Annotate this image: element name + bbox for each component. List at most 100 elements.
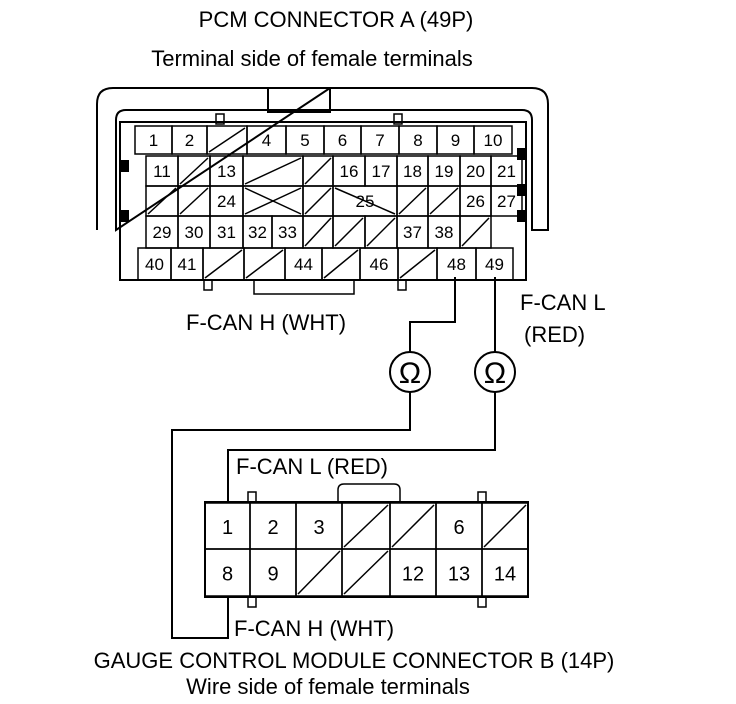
- pcm-terminal-number: 19: [435, 162, 454, 181]
- pcm-unused-terminal-mark: [334, 217, 364, 247]
- pcm-unused-terminal-mark: [429, 187, 459, 215]
- wire-gauge-8: [171, 392, 411, 639]
- pcm-terminal-number: 17: [372, 162, 391, 181]
- pcm-terminal-number: 27: [497, 192, 516, 211]
- pcm-terminal-number: 46: [370, 255, 389, 274]
- pcm-terminal-number: 44: [294, 255, 313, 274]
- gauge-terminal-number: 8: [222, 564, 233, 586]
- pcm-unused-terminal-mark: [304, 157, 332, 185]
- pcm-unused-terminal-mark: [244, 157, 302, 185]
- pcm-connector: 1245678910111316171819202124252627293031…: [96, 87, 549, 295]
- pcm-terminal-number: 13: [217, 162, 236, 181]
- pcm-unused-terminal-mark: [399, 249, 436, 279]
- gauge-terminal-number: 12: [402, 564, 424, 586]
- pcm-terminal-number: 16: [340, 162, 359, 181]
- pcm-terminal-number: 11: [153, 162, 171, 181]
- pcm-unused-terminal-mark: [304, 187, 332, 215]
- wire-gauge-1: [227, 392, 496, 502]
- gauge-key-1: [247, 491, 257, 503]
- gauge-unused-terminal-mark: [297, 550, 341, 595]
- gauge-key-4: [477, 596, 487, 608]
- pcm-key-3: [203, 279, 213, 291]
- pcm-key-2: [393, 113, 403, 125]
- pcm-terminal-number: 30: [185, 223, 204, 242]
- gauge-unused-terminal-mark: [483, 504, 527, 548]
- pcm-unused-terminal-mark: [304, 217, 332, 247]
- pcm-unused-terminal-mark: [366, 217, 396, 247]
- ohmmeter-can-l: Ω: [474, 351, 516, 393]
- pcm-unused-terminal-mark: [147, 187, 177, 215]
- label-can-h-top: F-CAN H (WHT): [186, 310, 346, 335]
- gauge-terminal-number: 3: [313, 517, 324, 539]
- gauge-terminal-number: 13: [448, 564, 470, 586]
- ohm-icon: Ω: [399, 357, 421, 390]
- gauge-terminal-cell: [481, 548, 529, 597]
- pcm-terminal-number: 29: [153, 223, 172, 242]
- pcm-terminal-number: 2: [185, 131, 194, 150]
- gauge-key-2: [477, 491, 487, 503]
- pcm-terminal-number: 9: [451, 131, 460, 150]
- pcm-latch: [267, 87, 331, 113]
- pcm-connector-subtitle: Terminal side of female terminals: [151, 46, 473, 71]
- pcm-crossed-cavity-mark: [334, 187, 396, 215]
- gauge-terminal-number: 14: [494, 564, 516, 586]
- pcm-bottom-rib: [253, 279, 355, 295]
- pcm-key-4: [397, 279, 407, 291]
- pcm-unused-terminal-mark: [461, 217, 490, 247]
- pcm-unused-terminal-mark: [245, 249, 284, 279]
- gauge-connector-subtitle: Wire side of female terminals: [186, 674, 470, 699]
- pcm-terminal-number: 7: [375, 131, 384, 150]
- pcm-terminal-number: 1: [149, 131, 158, 150]
- wire-pcm-48: [409, 277, 456, 352]
- pcm-unused-terminal-mark: [179, 187, 209, 215]
- pcm-terminal-number: 20: [466, 162, 485, 181]
- pcm-terminal-number: 40: [145, 255, 164, 274]
- gauge-unused-terminal-mark: [343, 550, 389, 595]
- pcm-unused-terminal-mark: [204, 249, 243, 279]
- label-can-l-bottom: F-CAN L (RED): [236, 454, 388, 479]
- pcm-terminal-number: 41: [178, 255, 197, 274]
- pcm-unused-terminal-mark: [179, 157, 209, 185]
- gauge-terminal-number: 1: [222, 517, 233, 539]
- gauge-terminal-number: 9: [267, 564, 278, 586]
- pcm-terminal-number: 4: [262, 131, 271, 150]
- pcm-unused-terminal-mark: [323, 249, 359, 279]
- pcm-terminal-number: 21: [497, 162, 516, 181]
- pcm-terminal-number: 24: [217, 192, 236, 211]
- pcm-lock-tab-left-2: [119, 210, 129, 222]
- pcm-terminal-cell: [490, 185, 523, 217]
- pcm-terminal-number: 33: [278, 223, 297, 242]
- gauge-key-3: [247, 596, 257, 608]
- label-can-l-top-1: F-CAN L: [520, 290, 606, 315]
- pcm-terminal-number: 48: [447, 255, 466, 274]
- pcm-unused-terminal-mark: [398, 187, 427, 215]
- pcm-lock-tab-right-1: [517, 148, 527, 160]
- pcm-terminal-cell: [473, 125, 513, 155]
- pcm-terminal-number: 31: [217, 223, 236, 242]
- pcm-housing-outer: [96, 87, 549, 232]
- pcm-connector-title: PCM CONNECTOR A (49P): [199, 7, 474, 32]
- pcm-terminal-number: 26: [466, 192, 485, 211]
- pcm-terminal-number: 10: [484, 131, 503, 150]
- pcm-terminal-grid: 1245678910111316171819202124252627293031…: [134, 125, 523, 281]
- pcm-terminal-number: 5: [300, 131, 309, 150]
- gauge-terminal-number: 2: [267, 517, 278, 539]
- ohmmeter-can-h: Ω: [389, 351, 431, 393]
- pcm-terminal-number: 38: [435, 223, 454, 242]
- label-can-l-top-2: (RED): [524, 322, 585, 347]
- gauge-terminal-number: 6: [453, 517, 464, 539]
- pcm-key-1: [215, 113, 225, 125]
- pcm-crossed-cavity-mark: [244, 187, 302, 215]
- label-can-h-bottom: F-CAN H (WHT): [234, 616, 394, 641]
- gauge-wires: [171, 392, 496, 639]
- pcm-wires: [409, 277, 496, 352]
- pcm-terminal-number: 32: [248, 223, 267, 242]
- gauge-unused-terminal-mark: [343, 504, 389, 548]
- pcm-unused-terminal-mark: [208, 127, 246, 153]
- gauge-latch: [337, 483, 401, 502]
- pcm-terminal-number: 49: [485, 255, 504, 274]
- ohm-icon: Ω: [484, 357, 506, 390]
- pcm-terminal-number: 18: [403, 162, 422, 181]
